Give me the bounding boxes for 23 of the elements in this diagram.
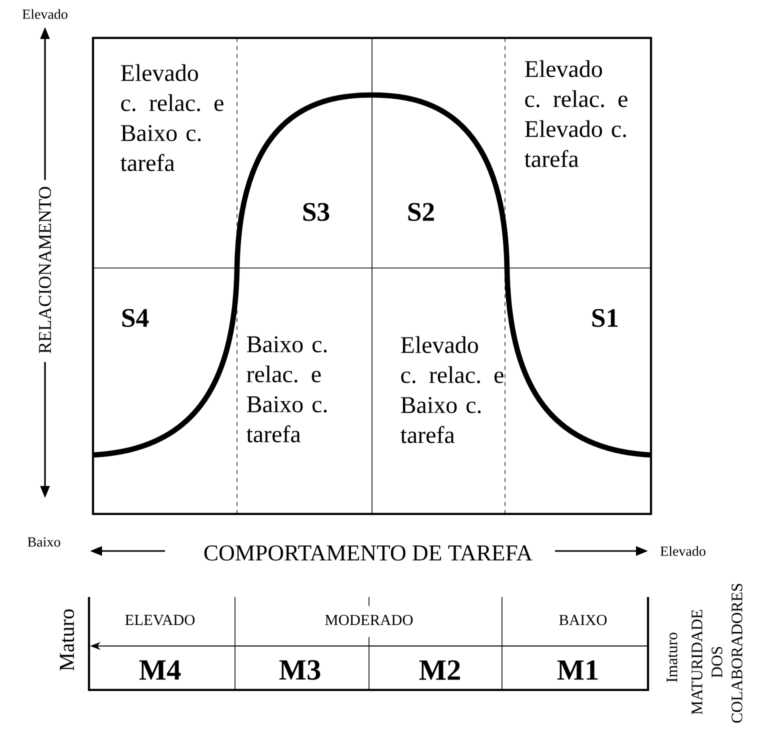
style-label: S4 xyxy=(122,309,149,327)
maturity-label: M4 xyxy=(139,660,181,680)
style-label: S3 xyxy=(303,203,330,221)
axis-title: RELACIONAMENTO xyxy=(38,186,52,354)
maturity-label: M1 xyxy=(557,660,598,680)
axis-end-label: Baixo xyxy=(28,537,60,547)
style-label: S2 xyxy=(408,203,434,221)
level-label: ELEVADO xyxy=(125,614,195,626)
level-label: BAIXO xyxy=(559,614,607,626)
axis-end-label: Maturo xyxy=(60,609,74,671)
quadrant-text: Elevado c. relac. e Baixo c. tarefa xyxy=(400,336,504,444)
axis-title: COMPORTAMENTO DE TAREFA xyxy=(204,545,532,561)
level-label: MODERADO xyxy=(325,614,413,626)
quadrant-text: Elevado c. relac. e Baixo c. tarefa xyxy=(120,64,224,172)
quadrant-text: Baixo c. relac. e Baixo c. tarefa xyxy=(246,336,327,442)
axis-title: MATURIDADE DOS COLABORADORES xyxy=(692,584,742,723)
maturity-label: M2 xyxy=(419,660,460,680)
axis-end-label: Elevado xyxy=(22,9,68,19)
axis-end-label: Elevado xyxy=(660,546,706,556)
maturity-label: M3 xyxy=(279,660,320,680)
quadrant-text: Elevado c. relac. e Elevado c. tarefa xyxy=(524,60,628,168)
axis-end-label: Imaturo xyxy=(666,632,678,682)
style-label: S1 xyxy=(592,309,618,327)
